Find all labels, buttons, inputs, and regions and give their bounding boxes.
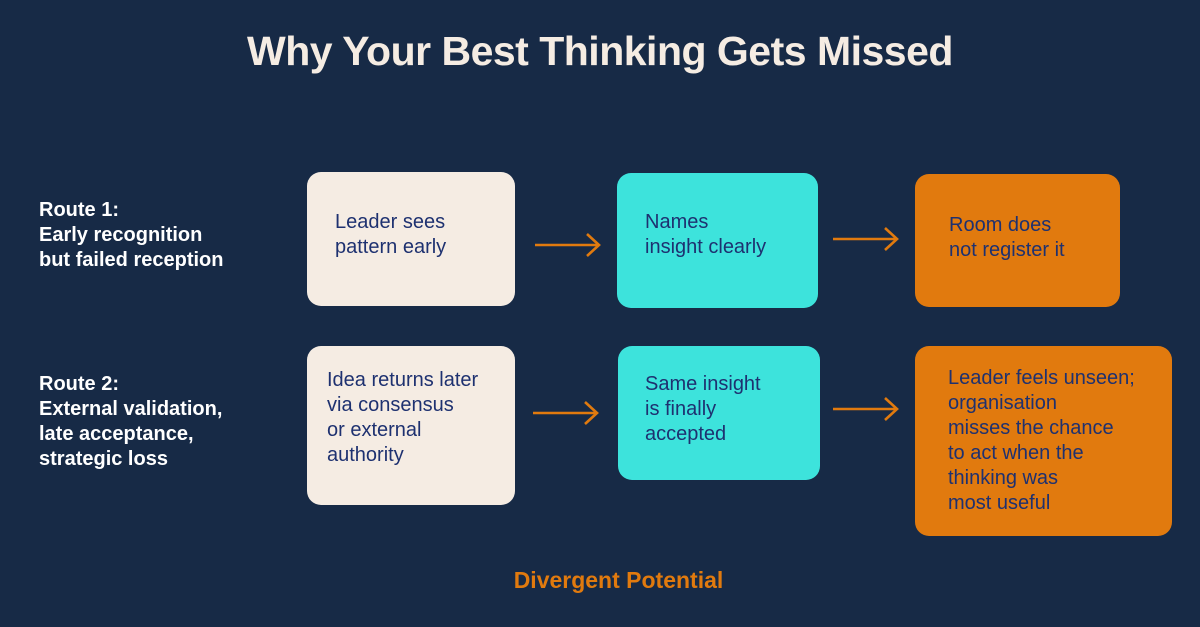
route-1-step-2-box: Names insight clearly [617,173,818,308]
route-2-label: Route 2: External validation, late accep… [39,373,223,470]
route-2-step-1-box: Idea returns later via consensus or exte… [307,346,515,505]
route-2-step-3-box: Leader feels unseen; organisation misses… [915,346,1172,536]
arrow-right-icon [535,233,601,257]
brand-footer: Divergent Potential [513,567,724,593]
page-title: Why Your Best Thinking Gets Missed [247,28,953,74]
arrow-right-icon [533,401,599,425]
route-1-label: Route 1: Early recognition but failed re… [39,199,224,271]
route-1-step-1-box: Leader sees pattern early [307,172,515,306]
route-2-step-2-box: Same insight is finally accepted [618,346,820,480]
route-1-step-3-box: Room does not register it [915,174,1120,307]
arrow-right-icon [833,227,899,251]
arrow-right-icon [833,397,899,421]
